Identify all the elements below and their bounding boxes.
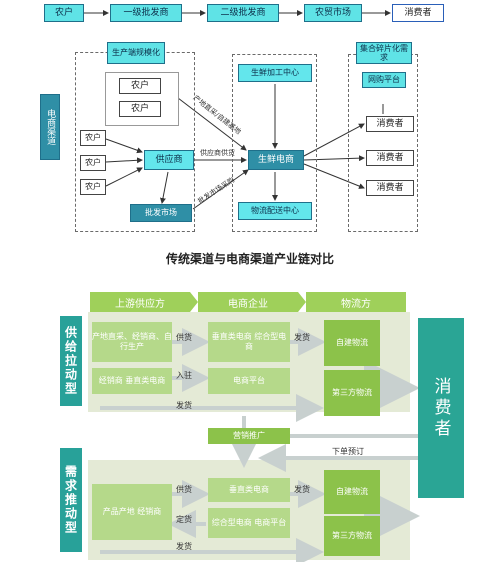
- diagram1-connectors: [84, 10, 391, 210]
- ecom-platform: 电商平台: [208, 368, 290, 394]
- lower-comprehensive-ecom: 综合型电商 电商平台: [208, 508, 290, 538]
- header-ecommerce: 电商企业: [198, 292, 298, 312]
- farmer-node: 农户: [119, 101, 161, 117]
- label-order: 下单预订: [332, 447, 364, 456]
- upstream-distributors: 经销商 垂直类电商: [92, 368, 172, 394]
- farmer-small-node: 农户: [80, 130, 106, 146]
- wholesale-market-node: 批发市场: [130, 204, 192, 222]
- label-lower-order: 定货: [176, 515, 192, 524]
- logistics-center-node: 物流配送中心: [238, 202, 312, 220]
- diagram2-connectors: [100, 292, 420, 562]
- demand-driven-label: 需求推动型: [60, 448, 82, 552]
- self-logistics: 自建物流: [324, 320, 380, 366]
- label-supply: 供货: [176, 333, 192, 342]
- center-group: [232, 54, 317, 232]
- chain-node-consumer: 消费者: [392, 4, 444, 22]
- label-lower-supply: 供货: [176, 485, 192, 494]
- label-settle-in: 入驻: [176, 371, 192, 380]
- production-scale-label: 生产端规模化: [107, 42, 165, 64]
- header-upstream: 上游供应方: [90, 292, 190, 312]
- label-ship: 发货: [294, 333, 310, 342]
- lower-self-logistics: 自建物流: [324, 470, 380, 514]
- farmer-node: 农户: [119, 78, 161, 94]
- edge-label-supplier: 供应商供货: [200, 149, 235, 157]
- farmer-small-node: 农户: [80, 155, 106, 171]
- supplier-node: 供应商: [144, 150, 194, 170]
- header-logistics: 物流方: [306, 292, 406, 312]
- consumer-node: 消费者: [366, 150, 414, 166]
- chain-node-secondary-wholesaler: 二级批发商: [207, 4, 279, 22]
- chain-node-primary-wholesaler: 一级批发商: [110, 4, 182, 22]
- ecom-vertical-comprehensive: 垂直类电商 综合型电商: [208, 322, 290, 362]
- consumer-node: 消费者: [366, 180, 414, 196]
- third-party-logistics: 第三方物流: [324, 370, 380, 416]
- chain-node-farmers-market: 农贸市场: [304, 4, 362, 22]
- origin-distributors: 产品产地 经销商: [92, 484, 172, 540]
- fresh-ecommerce-node: 生鲜电商: [248, 150, 304, 170]
- marketing-promotion: 营销推广: [208, 428, 290, 444]
- fresh-processing-center: 生鲜加工中心: [238, 64, 312, 82]
- upstream-sources: 产地直采、经销商、自行生产: [92, 322, 172, 362]
- online-platform-node: 网购平台: [362, 72, 406, 88]
- aggregate-demand-label: 集合碎片化需求: [356, 42, 412, 64]
- chain-node-farmer: 农户: [44, 4, 84, 22]
- ecommerce-channel-label: 电商渠道: [40, 94, 60, 160]
- consumer-node: 消费者: [366, 116, 414, 132]
- label-lower-ship: 发货: [294, 485, 310, 494]
- supply-driven-label: 供给拉动型: [60, 316, 82, 406]
- consumer-column: 消费者: [418, 318, 464, 498]
- label-ship-upper-bottom: 发货: [176, 401, 192, 410]
- label-lower-ship-bottom: 发货: [176, 542, 192, 551]
- farmer-small-node: 农户: [80, 179, 106, 195]
- lower-vertical-ecom: 垂直类电商: [208, 478, 290, 502]
- page-title: 传统渠道与电商渠道产业链对比: [165, 252, 334, 266]
- lower-third-party-logistics: 第三方物流: [324, 516, 380, 556]
